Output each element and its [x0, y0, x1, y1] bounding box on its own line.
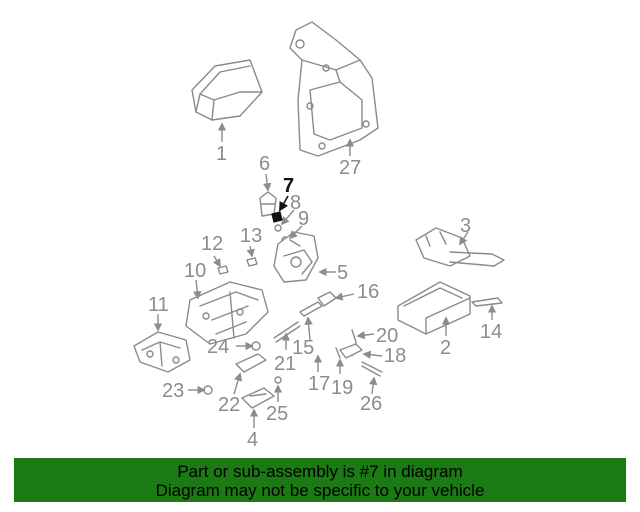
callout-27: 27	[339, 157, 361, 179]
part-25-screw	[274, 376, 282, 384]
leader-26	[368, 376, 378, 395]
callout-7: 7	[283, 175, 294, 197]
callout-13: 13	[240, 225, 262, 247]
callout-21: 21	[274, 353, 296, 375]
leader-13	[246, 245, 255, 258]
part-12-pin	[217, 265, 229, 275]
callout-25: 25	[266, 403, 288, 425]
part-24-bushing	[251, 341, 261, 351]
part-10-column	[185, 281, 269, 345]
info-banner: Part or sub-assembly is #7 in diagram Di…	[14, 458, 626, 502]
callout-24: 24	[207, 336, 229, 358]
part-4-plate	[241, 387, 275, 409]
part-22-bracket	[235, 353, 267, 373]
part-27-bracket	[289, 21, 379, 157]
leader-8	[280, 209, 295, 226]
callout-23: 23	[162, 380, 184, 402]
leader-9	[288, 225, 303, 240]
callout-4: 4	[247, 429, 258, 451]
callout-11: 11	[148, 294, 169, 316]
callout-22: 22	[218, 394, 240, 416]
callout-12: 12	[201, 233, 223, 255]
callout-15: 15	[292, 337, 314, 359]
callout-1: 1	[216, 143, 227, 165]
leader-22	[233, 372, 243, 395]
callout-18: 18	[384, 345, 406, 367]
part-2-lower-shroud	[397, 281, 471, 335]
part-13-pin	[246, 257, 258, 267]
part-26-bolt	[361, 361, 383, 377]
leader-18	[362, 350, 383, 359]
part-7-highlighted	[271, 211, 283, 223]
leader-7	[279, 195, 289, 212]
callout-19: 19	[331, 377, 353, 399]
leader-12	[212, 255, 221, 268]
callout-3: 3	[460, 215, 471, 237]
leader-3	[459, 231, 469, 246]
callout-5: 5	[337, 262, 348, 284]
leader-6	[262, 173, 272, 192]
callout-20: 20	[376, 325, 398, 347]
leader-20	[356, 330, 375, 340]
callout-10: 10	[184, 260, 206, 282]
part-6-cylinder	[259, 191, 277, 217]
part-1-shroud	[191, 59, 263, 121]
leader-16	[334, 292, 355, 301]
callout-16: 16	[357, 281, 379, 303]
part-19-pin	[335, 347, 341, 359]
callout-9: 9	[298, 208, 309, 230]
banner-line-1: Part or sub-assembly is #7 in diagram	[177, 462, 463, 481]
parts-diagram: 1 27 6 7 8 9 3 13 12 5 10 16 11 14 20 2 …	[133, 21, 505, 451]
part-15-link	[299, 301, 323, 317]
part-5-housing	[273, 231, 319, 283]
part-18-bracket	[339, 343, 363, 359]
part-11-mount	[133, 331, 191, 373]
callout-6: 6	[259, 153, 270, 175]
callout-8: 8	[290, 192, 301, 214]
part-23-screw	[203, 385, 213, 395]
callout-2: 2	[440, 337, 451, 359]
leader-10	[193, 279, 202, 300]
part-8-washer	[274, 224, 282, 232]
part-3-switch	[415, 227, 505, 267]
callout-26: 26	[360, 393, 382, 415]
banner-line-2: Diagram may not be specific to your vehi…	[155, 481, 485, 500]
callout-14: 14	[480, 321, 502, 343]
callout-17: 17	[308, 373, 330, 395]
leader-15	[304, 316, 313, 341]
part-14-lever	[471, 297, 503, 307]
